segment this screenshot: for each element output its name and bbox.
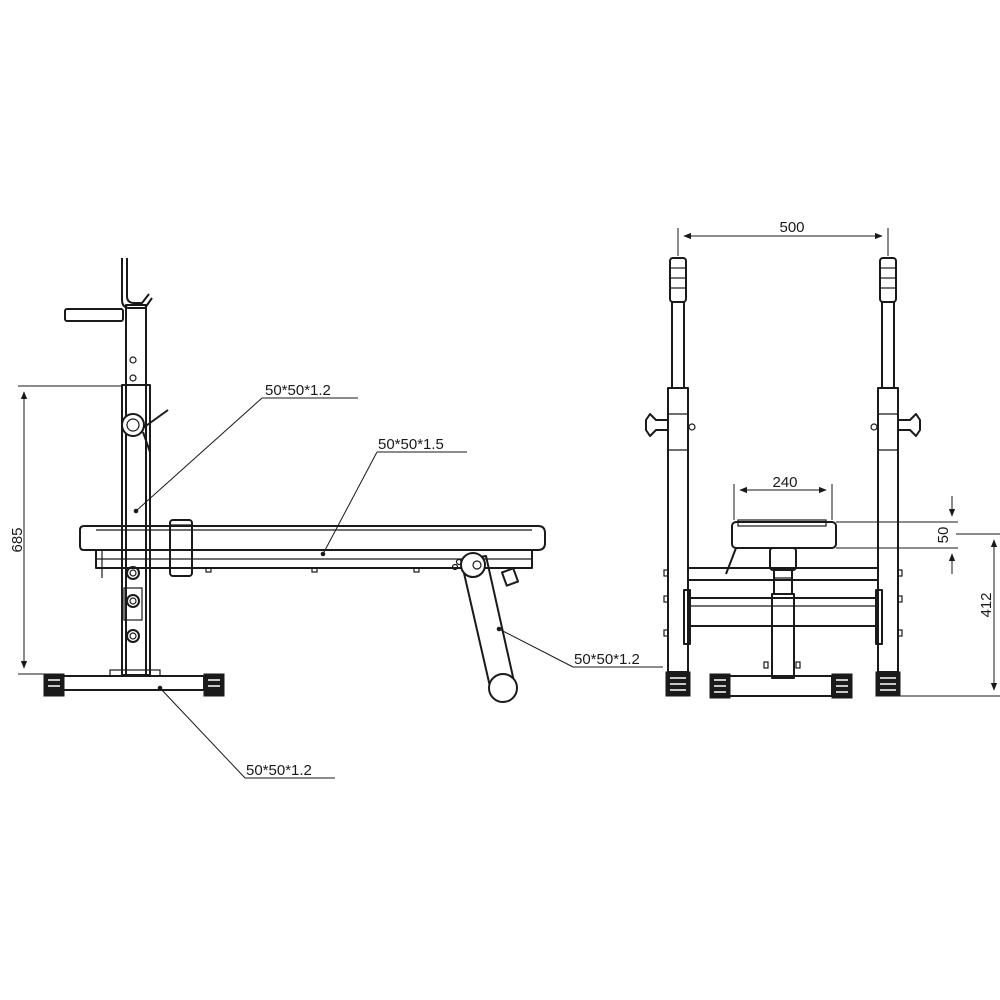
width-dimension-label: 500 bbox=[779, 219, 804, 236]
callout-seat-frame: 50*50*1.5 bbox=[320, 436, 467, 557]
height-dimension: 685 bbox=[9, 385, 122, 675]
seat-height-dimension: 412 bbox=[900, 533, 1000, 697]
front-seat bbox=[725, 519, 837, 679]
callout-upright: 50*50*1.2 bbox=[133, 382, 358, 514]
seat-thickness-dimension-label: 50 bbox=[935, 527, 952, 544]
bar-hook bbox=[121, 258, 153, 309]
base-foot bbox=[43, 669, 225, 697]
callout-rear-leg-label: 50*50*1.2 bbox=[574, 651, 640, 668]
callout-base: 50*50*1.2 bbox=[157, 685, 335, 779]
cross-bars bbox=[683, 567, 883, 645]
seat-width-dimension: 240 bbox=[733, 474, 833, 520]
pull-pin-knob bbox=[121, 409, 169, 453]
weight-peg bbox=[64, 308, 124, 322]
height-dimension-label: 685 bbox=[9, 527, 26, 552]
callout-upright-label: 50*50*1.2 bbox=[265, 382, 331, 399]
seat-thickness-dimension: 50 bbox=[836, 496, 958, 574]
callout-base-label: 50*50*1.2 bbox=[246, 762, 312, 779]
side-view: 685 50*50*1.2 50*50*1.5 50*50*1.2 50*50*… bbox=[9, 258, 663, 779]
front-base-foot bbox=[665, 671, 901, 699]
seat-width-dimension-label: 240 bbox=[772, 474, 797, 491]
seat-pad bbox=[79, 525, 546, 551]
callout-seat-frame-label: 50*50*1.5 bbox=[378, 436, 444, 453]
callout-rear-leg: 50*50*1.2 bbox=[496, 626, 663, 668]
width-dimension: 500 bbox=[677, 219, 889, 256]
front-view: 500 240 50 412 bbox=[645, 219, 1000, 699]
seat-clamp bbox=[169, 519, 193, 577]
seat-height-dimension-label: 412 bbox=[978, 592, 995, 617]
rear-leg bbox=[451, 552, 520, 703]
adjustment-holes bbox=[123, 566, 143, 643]
